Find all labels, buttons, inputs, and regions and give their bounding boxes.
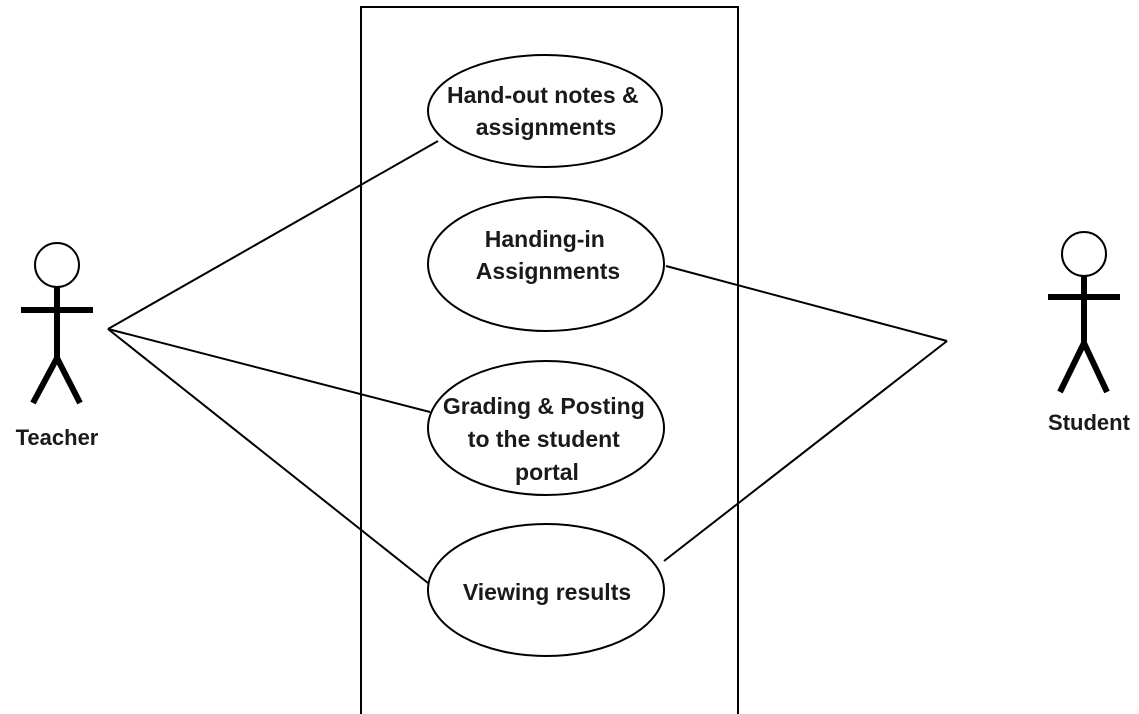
use-case-ellipse (427, 196, 665, 332)
actor-label-student: Student (1048, 410, 1131, 435)
associations (107, 140, 948, 584)
use-case-handout: Hand-out notes & assignments (427, 54, 663, 168)
actor-left-leg (30, 356, 60, 405)
use-case-label: Handing-in Assignments (476, 226, 620, 284)
system-boundary (360, 6, 739, 714)
use-case-label: Hand-out notes & assignments (447, 82, 645, 140)
use-case-label-line: portal (515, 459, 579, 485)
use-case-label-line: Viewing results (463, 579, 631, 605)
association-teacher-grading (107, 328, 431, 413)
use-case-ellipse (427, 523, 665, 657)
use-case-label-line: Handing-in (485, 226, 605, 252)
use-case-label-line: Hand-out notes & (447, 82, 639, 108)
use-case-ellipse (427, 360, 665, 496)
use-case-viewing: Viewing results (427, 523, 665, 657)
use-case-label-line: assignments (476, 114, 617, 140)
actor-teacher (21, 242, 93, 405)
association-student-handing-in (665, 265, 948, 342)
use-case-label-line: to the student (468, 426, 620, 452)
association-student-viewing (663, 340, 948, 562)
use-case-label: Viewing results (463, 579, 631, 605)
association-teacher-viewing (107, 328, 429, 584)
actor-student (1048, 231, 1120, 394)
use-case-grading: Grading & Posting to the student portal (427, 360, 665, 496)
use-case-label: Grading & Posting to the student portal (443, 393, 651, 485)
actor-head (34, 242, 80, 288)
actor-left-leg (1057, 341, 1087, 394)
actor-right-leg (1081, 341, 1110, 394)
actor-label-teacher: Teacher (16, 425, 99, 450)
actor-head (1061, 231, 1107, 277)
use-case-label-line: Assignments (476, 258, 620, 284)
actor-right-leg (54, 356, 83, 405)
association-teacher-handout (107, 140, 439, 330)
use-case-label-line: Grading & Posting (443, 393, 645, 419)
use-case-ellipse (427, 54, 663, 168)
use-case-handing-in: Handing-in Assignments (427, 196, 665, 332)
